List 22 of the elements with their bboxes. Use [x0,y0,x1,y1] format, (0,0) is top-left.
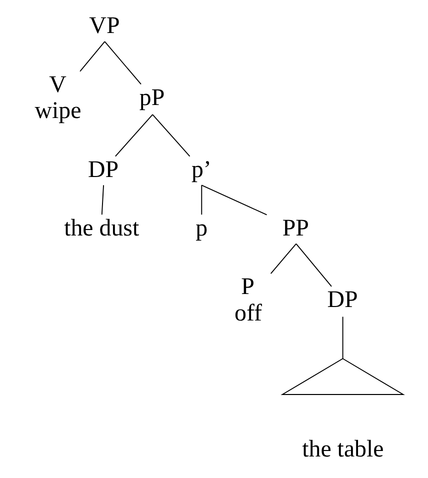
connector [200,184,202,216]
node-triangle [280,358,404,395]
connector [200,184,267,216]
node-text: DP [87,156,118,183]
connector [79,41,105,72]
node-text: p [195,215,208,242]
connector [104,41,141,85]
node-text: P off [234,274,262,326]
connector [342,316,343,360]
connector [295,243,332,287]
node-text: p’ [190,156,211,183]
connector [100,184,104,216]
node-text: pP [138,85,164,112]
connector [114,114,153,157]
node-text: VP [88,13,120,40]
node-text: V wipe [34,72,81,124]
connector [270,243,296,274]
connector [152,114,190,157]
node-text: DP [326,287,358,314]
node-text: the dust [64,215,139,242]
node-label: the table [302,436,384,463]
node-text: PP [282,215,308,242]
